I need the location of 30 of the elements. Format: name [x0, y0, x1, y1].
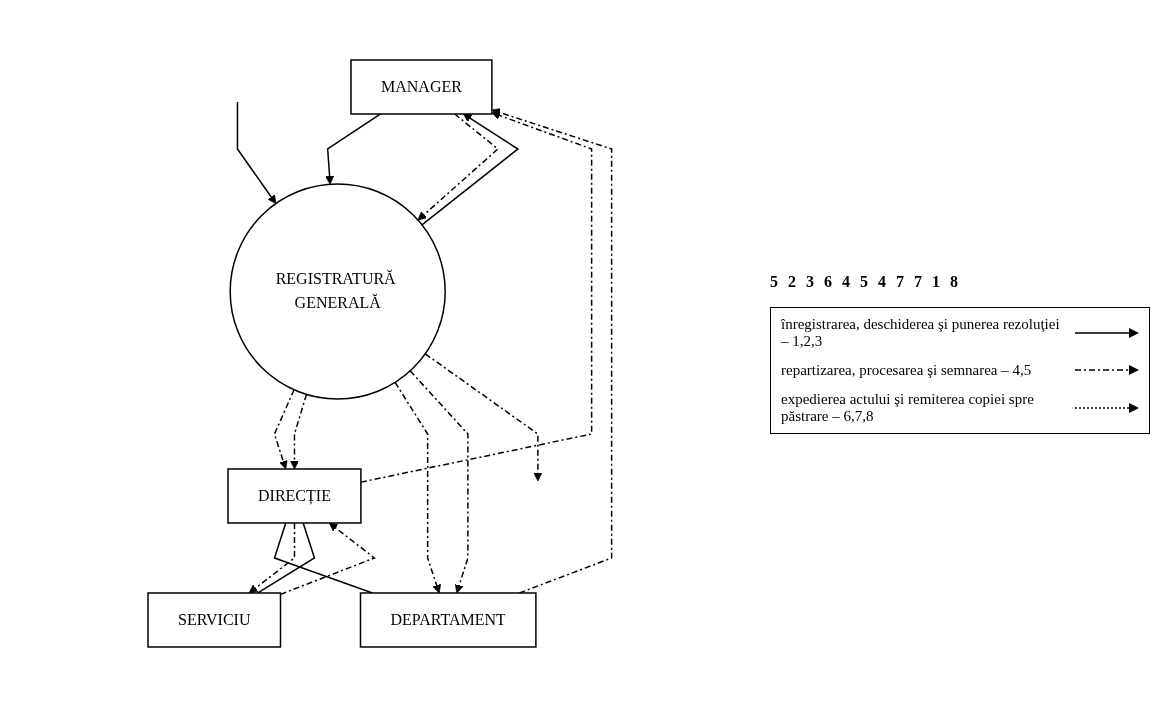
- arrow: [290, 393, 308, 469]
- step-number: 4: [878, 272, 886, 291]
- node-box: DEPARTAMENT: [359, 591, 537, 648]
- legend-text: înregistrarea, deschiderea şi punerea rezoluţiei – 1,2,3: [781, 315, 1061, 350]
- step-number: 2: [788, 272, 796, 291]
- step-number: 7: [914, 272, 922, 291]
- arrow: [424, 352, 543, 481]
- arrow: [394, 381, 442, 593]
- arrow: [417, 112, 500, 220]
- arrow: [421, 113, 520, 226]
- step-number: 8: [950, 272, 958, 291]
- arrow: [273, 388, 296, 469]
- step-number: 6: [824, 272, 832, 291]
- arrow: [491, 107, 613, 594]
- legend-text: repartizarea, procesarea şi semnarea – 4,5: [781, 361, 1033, 379]
- node-box: DIRECȚIE: [227, 467, 362, 524]
- step-number: 5: [860, 272, 868, 291]
- step-number: 3: [806, 272, 814, 291]
- node-circle: REGISTRATURĂ GENERALĂ: [229, 182, 447, 400]
- arrow: [248, 521, 296, 593]
- arrow: [325, 112, 382, 185]
- node-box: SERVICIU: [147, 591, 282, 648]
- node-box: MANAGER: [350, 58, 493, 115]
- arrow: [236, 100, 277, 204]
- step-number: 1: [932, 272, 940, 291]
- step-number: 4: [842, 272, 850, 291]
- legend-text: expedierea actului şi remiterea copiei spre păstrare – 6,7,8: [781, 390, 1035, 425]
- arrow: [409, 369, 469, 593]
- step-number: 5: [770, 272, 778, 291]
- step-number: 7: [896, 272, 904, 291]
